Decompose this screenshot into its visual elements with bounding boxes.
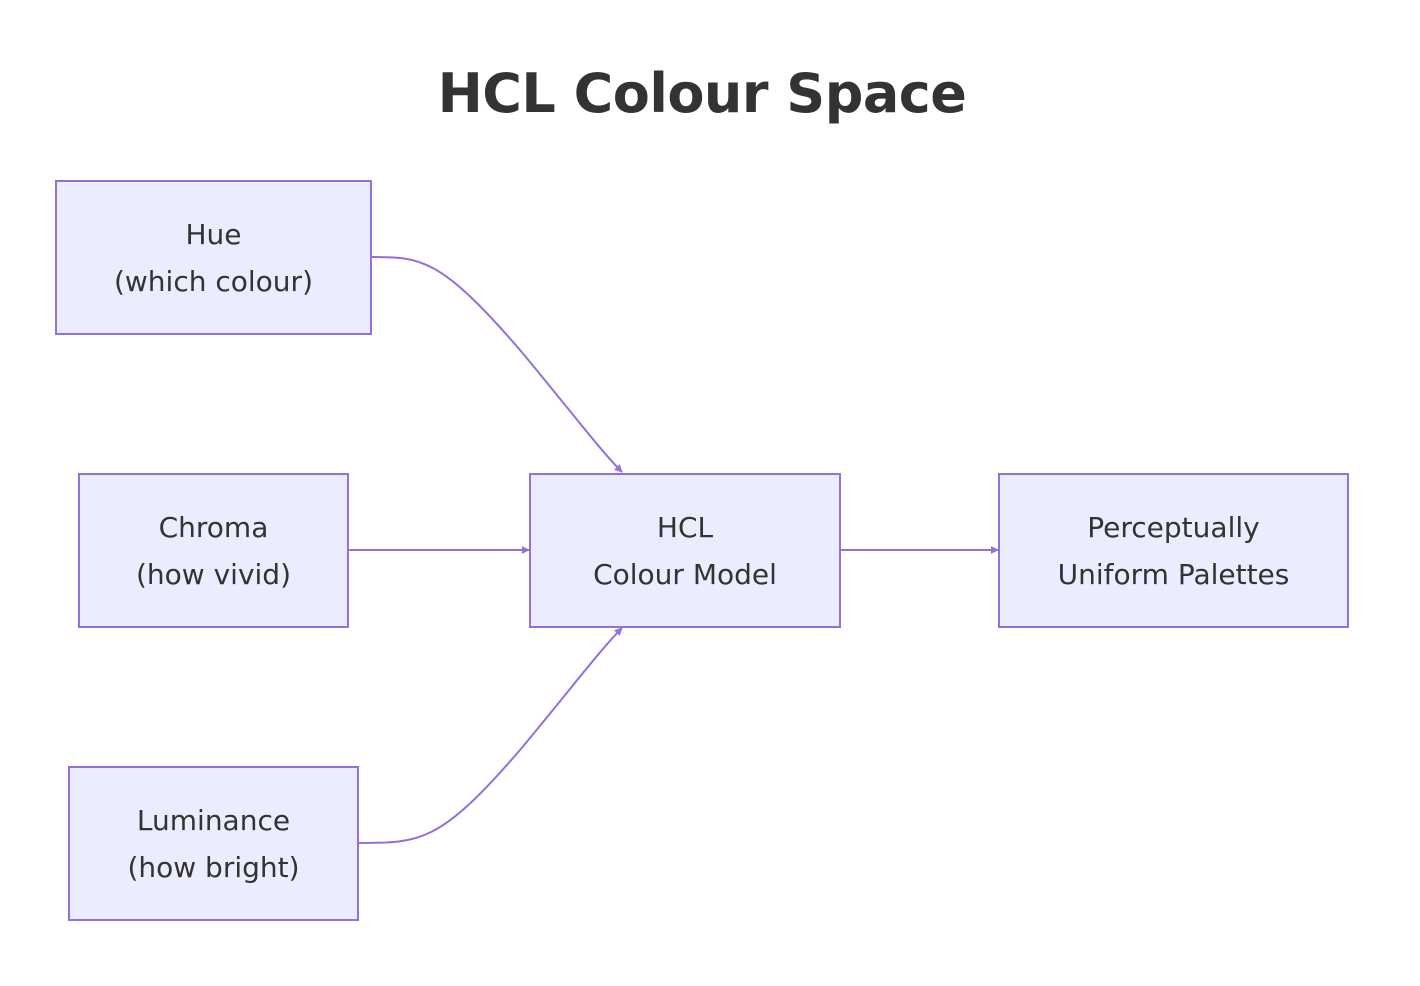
node-label-line1: Chroma <box>158 510 269 544</box>
node-label-line2: (how vivid) <box>136 557 291 591</box>
edge-luminance-to-hcl <box>358 627 623 844</box>
node-label-line1: Luminance <box>136 803 291 837</box>
edge-hue-to-hcl <box>371 256 623 473</box>
node-label-line2: (which colour) <box>113 264 313 298</box>
node-label-line2: Uniform Palettes <box>1057 557 1290 591</box>
node-hcl-colour-model: HCL Colour Model <box>529 473 841 628</box>
node-chroma: Chroma (how vivid) <box>78 473 349 628</box>
node-label-line2: (how bright) <box>127 850 300 884</box>
node-perceptually-uniform-palettes: Perceptually Uniform Palettes <box>998 473 1349 628</box>
node-label-line1: HCL <box>656 510 714 544</box>
node-hue: Hue (which colour) <box>55 180 372 335</box>
node-label-line2: Colour Model <box>593 557 777 591</box>
diagram-title: HCL Colour Space <box>437 62 967 125</box>
node-luminance: Luminance (how bright) <box>68 766 359 921</box>
node-label-line1: Perceptually <box>1087 510 1260 544</box>
node-label-line1: Hue <box>185 217 242 251</box>
